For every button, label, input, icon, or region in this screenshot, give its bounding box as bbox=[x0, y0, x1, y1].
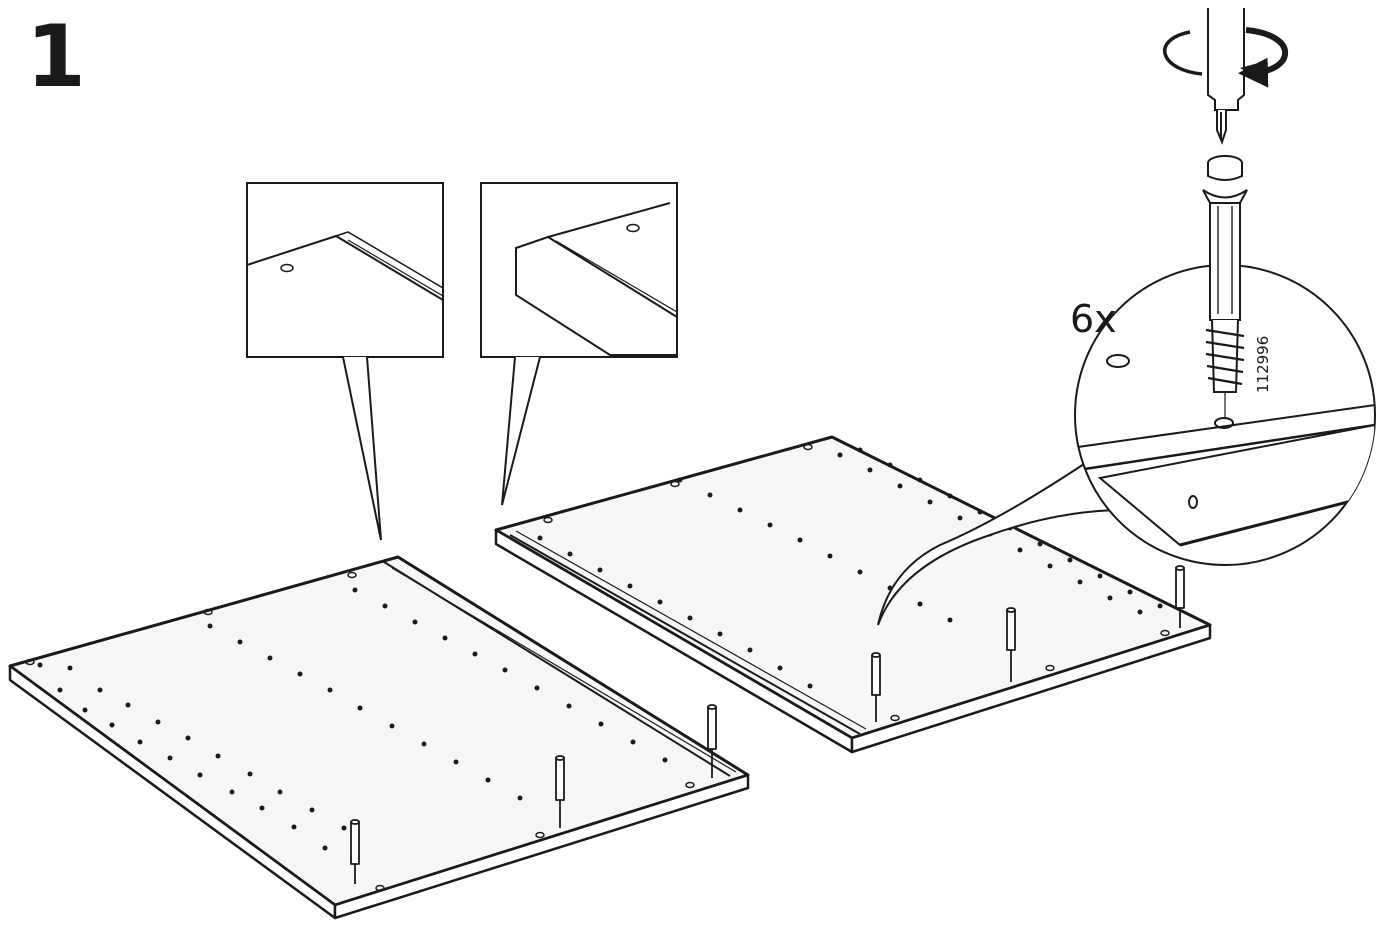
quantity-label: 6x bbox=[1070, 297, 1117, 341]
dowel-pin-icon bbox=[1175, 565, 1185, 628]
dowel-pin-icon bbox=[871, 652, 881, 722]
callout-edge-detail bbox=[480, 182, 678, 506]
right-panel bbox=[494, 435, 1212, 754]
screwdriver-icon bbox=[1207, 8, 1245, 145]
dowel-pin-icon bbox=[1202, 155, 1248, 418]
rotate-clockwise-arrow-icon bbox=[1163, 27, 1289, 88]
callout-groove-detail bbox=[246, 182, 444, 541]
dowel-pin-icon bbox=[707, 704, 717, 778]
dowel-pin-icon bbox=[555, 755, 565, 828]
dowel-pin-icon bbox=[350, 819, 360, 884]
dowel-pin-icon bbox=[1006, 607, 1016, 682]
step-number: 1 bbox=[26, 7, 86, 107]
left-panel bbox=[8, 555, 750, 920]
part-number-label: 112996 bbox=[1254, 336, 1272, 393]
